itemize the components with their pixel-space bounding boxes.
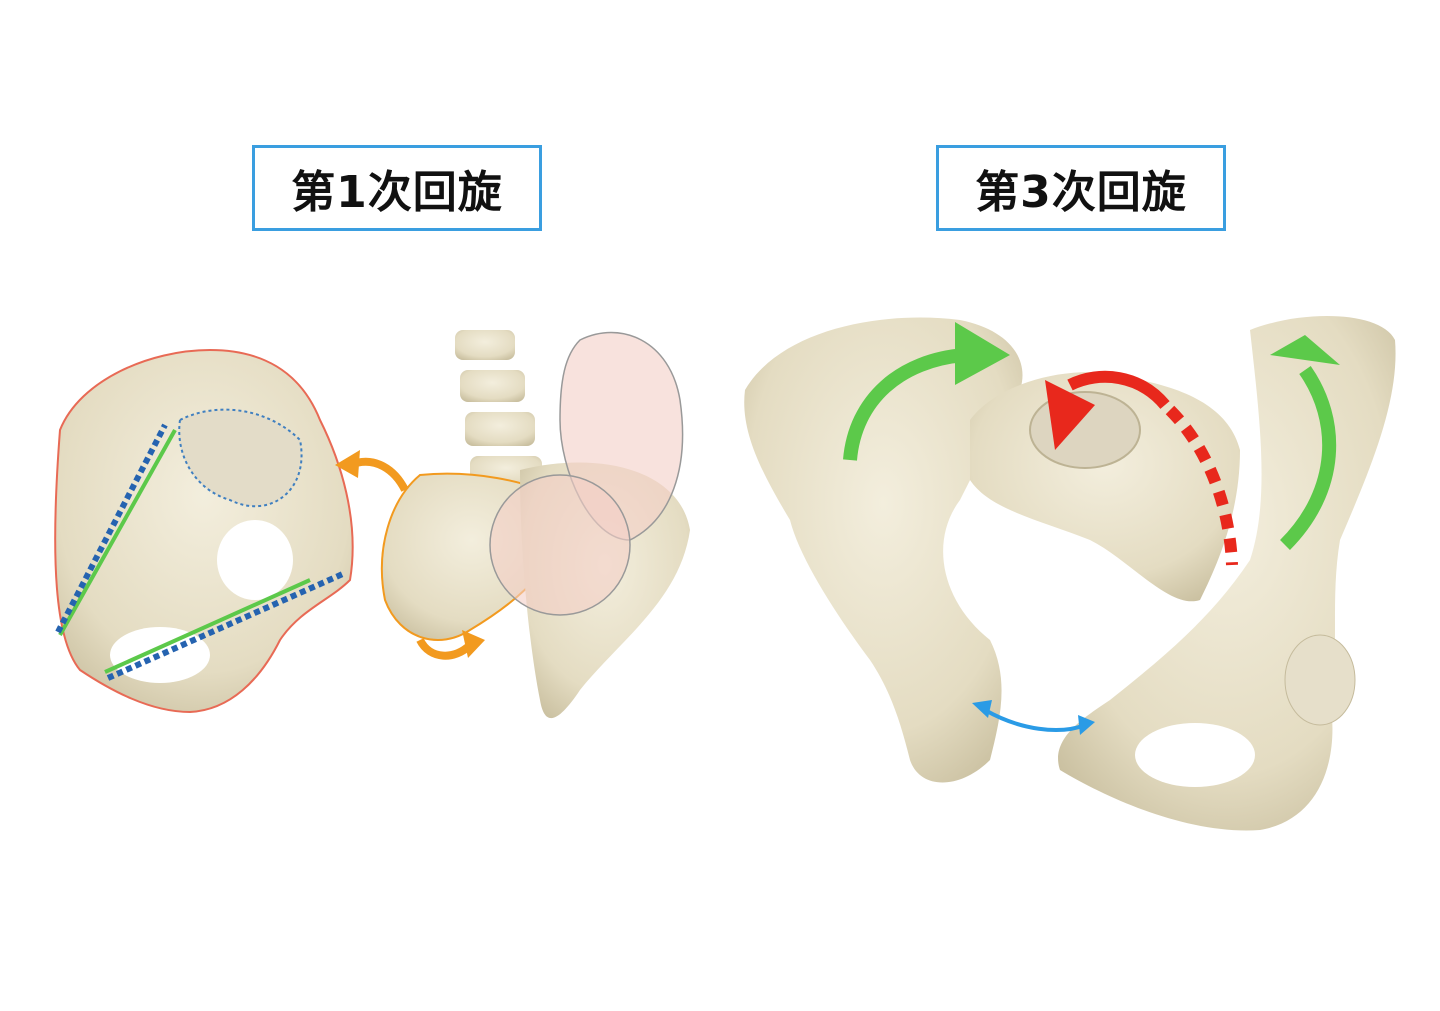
blue-double-arrow [984,708,1086,732]
fetus [489,331,684,616]
hip-bone-lateral [54,348,354,714]
green-arrowhead [955,322,1010,385]
red-dotted-path [1165,405,1238,566]
title-third-rotation: 第3次回旋 [936,145,1226,231]
orange-arrowhead [462,630,485,658]
green-arrowhead [1270,335,1340,365]
blue-arrowhead [1078,715,1095,735]
title-first-rotation: 第1次回旋 [252,145,542,231]
red-arrowhead [1045,380,1095,450]
orange-arrowhead [335,450,360,478]
pelvis-anterior [744,316,1396,831]
green-rotation-arrows [843,348,1337,550]
red-rotation-arrow [1067,370,1170,410]
blue-arrowhead [972,700,992,718]
